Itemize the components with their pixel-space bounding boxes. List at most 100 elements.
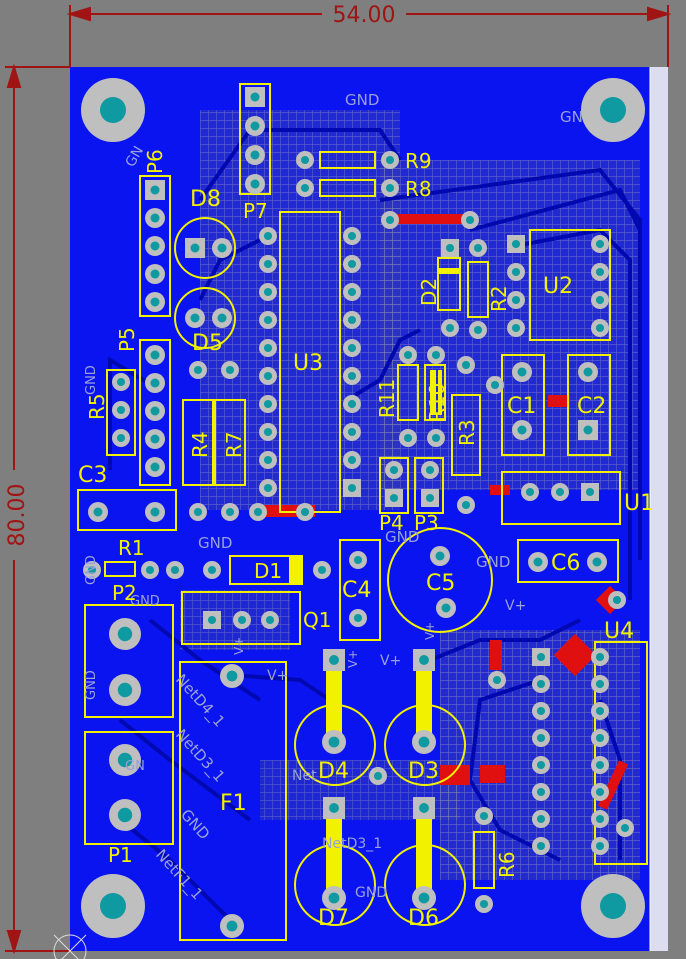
pad-hole [612,595,622,605]
pad-hole [595,239,605,249]
pad-hole [263,315,273,325]
pad-hole [226,920,238,932]
pad-hole [425,465,435,475]
pad-hole [217,243,227,253]
svg-text:GND: GND [385,528,419,546]
pad-hole [225,365,235,375]
label-c1: C1 [507,394,536,419]
label-f1: F1 [220,791,247,816]
label-q1: Q1 [303,608,331,632]
component-designators: P6 D8 P7 R9 R8 U2 D2 R2 D5 P5 U3 R5 R4 R… [78,149,654,931]
pad-hole [150,462,160,472]
pad-hole [250,121,260,131]
pad-hole [511,267,521,277]
pad-hole [263,371,273,381]
pad-hole [347,483,357,493]
label-d4: D4 [318,759,349,784]
pad-hole [263,427,273,437]
pad-hole [595,841,605,851]
pad-hole [419,803,429,813]
pad-hole [536,733,546,743]
pad-hole [595,787,605,797]
pad-hole [150,241,160,251]
pad-hole [473,243,483,253]
svg-text:V+: V+ [267,668,288,684]
pad-hole [441,603,451,613]
pad-hole [595,760,605,770]
pad-hole [347,315,357,325]
pad-hole [253,507,263,517]
label-p4: P4 [379,511,404,535]
label-c6: C6 [551,551,580,576]
svg-text:GND: GND [84,555,99,585]
label-u2: U2 [543,274,573,299]
pad-hole [445,243,455,253]
pad-hole [150,213,160,223]
label-d1: D1 [254,559,282,583]
pad-hole [373,771,383,781]
pad-hole [595,267,605,277]
pad-hole [431,350,441,360]
label-p7: P7 [243,199,268,223]
pad-hole [263,399,273,409]
svg-text:GND: GND [198,534,232,552]
pad-hole [263,455,273,465]
pad-hole [190,313,200,323]
pad-hole [385,155,395,165]
pad-hole [150,297,160,307]
pad-hole [328,892,340,904]
pad-hole [536,841,546,851]
pad-hole [431,433,441,443]
pad-hole [263,259,273,269]
pad-hole [517,367,527,377]
label-r6: R6 [495,851,519,878]
label-c5: C5 [426,571,455,596]
label-r9: R9 [405,149,432,173]
pad-hole [250,92,260,102]
pad-hole [347,287,357,297]
label-r10: R10 [425,383,449,422]
pad-hole [193,507,203,517]
pad-hole [511,239,521,249]
pad-hole [170,565,180,575]
pad-hole [347,231,357,241]
pad-hole [536,652,546,662]
label-r7: R7 [222,431,246,458]
pad-hole [465,215,475,225]
pad-hole [263,287,273,297]
pad-hole [150,185,160,195]
pad-hole [385,215,395,225]
label-c3: C3 [78,463,107,488]
pad-hole [93,507,103,517]
svg-text:Net: Net [292,768,317,784]
pad-hole [150,378,160,388]
pad-hole [329,655,339,665]
pad-hole [353,555,363,565]
pad-hole [117,752,133,768]
pad-hole [145,565,155,575]
pad-hole [117,682,133,698]
pad-hole [117,807,133,823]
pad-hole [403,350,413,360]
pad-hole [479,899,489,909]
pad-hole [435,551,445,561]
label-p2: P2 [112,581,137,605]
svg-text:GN: GN [560,108,583,126]
pad-hole [328,736,340,748]
dimension-height-label: 80.00 [5,484,30,547]
pad-hole [347,259,357,269]
pad-hole [250,179,260,189]
pad-hole [585,487,595,497]
pad-hole [490,380,500,390]
pad-hole [583,425,593,435]
pad-hole [116,405,126,415]
svg-text:GND: GND [130,594,160,609]
pad-hole [300,507,310,517]
pad-hole [263,483,273,493]
pad-hole [190,243,200,253]
pad-hole [300,183,310,193]
pad-hole [536,787,546,797]
pad-hole [150,406,160,416]
svg-text:GND: GND [84,365,99,395]
svg-text:GND: GND [84,670,99,700]
